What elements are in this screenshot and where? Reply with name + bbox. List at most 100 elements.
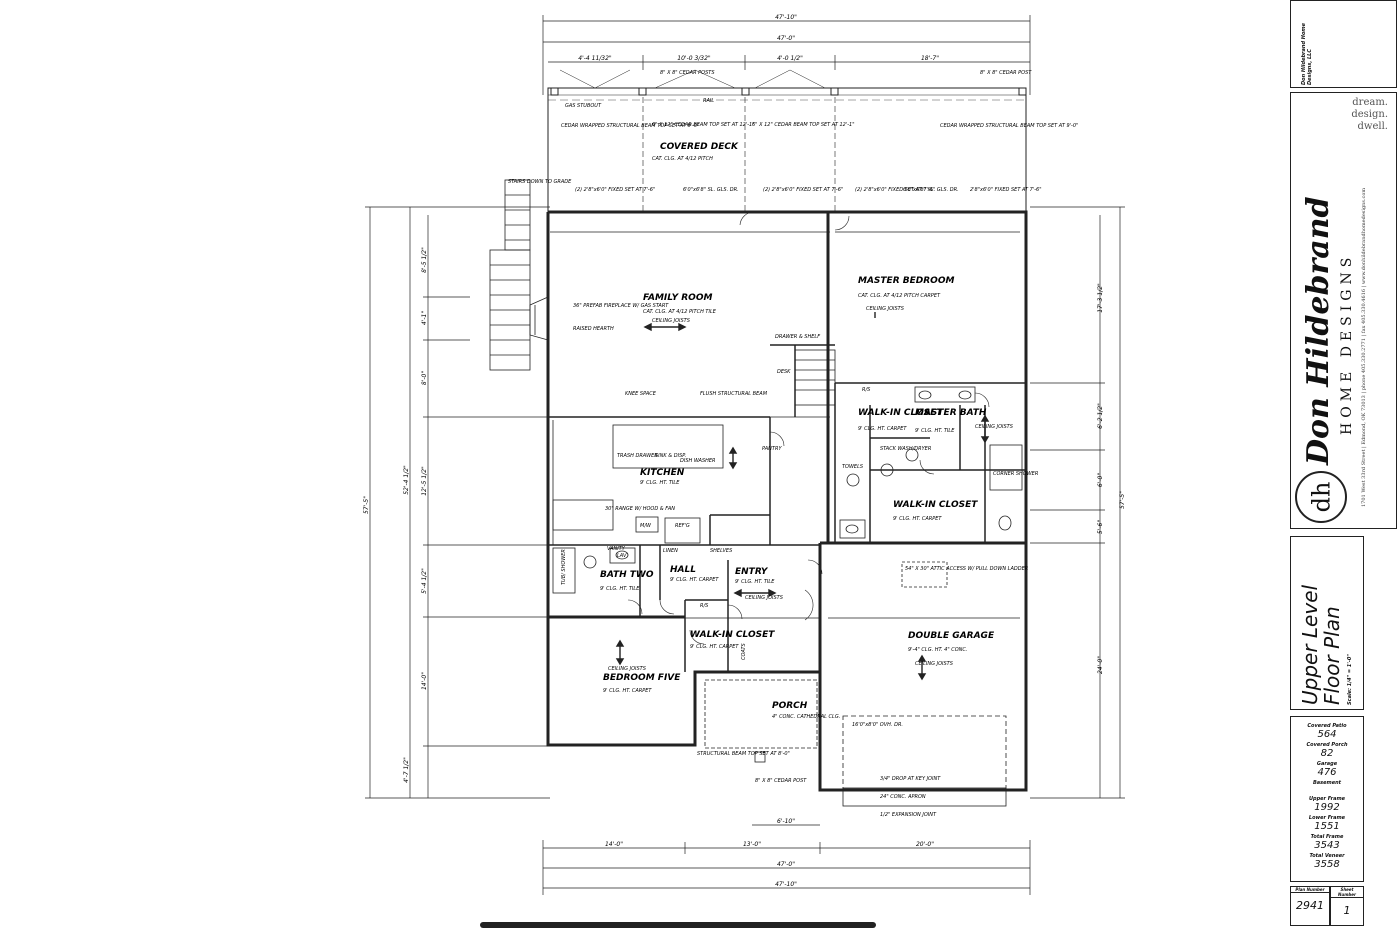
note-beam-center-1: 6" X 12" CEDAR BEAM TOP SET AT 12'-1" (652, 122, 755, 128)
note-pantry: PANTRY (762, 446, 782, 452)
note-fireplace: 36" PREFAB FIREPLACE W/ GAS START (573, 303, 669, 309)
dim-left-seg4: 12'-5 1/2" (421, 466, 428, 496)
room-deck-note: CAT. CLG. AT 4/12 PITCH (652, 156, 713, 162)
floor-plan-drawing: 47'-10" 47'-0" 4'-4 11/32" 10'-0 3/32" 4… (363, 14, 1126, 895)
dim-right-seg1: 17'-3 1/2" (1097, 283, 1104, 313)
dim-right-seg3: 6'-0" (1097, 473, 1104, 487)
dim-porch-width: 6'-10" (777, 818, 795, 825)
room-entry-label: ENTRY (735, 567, 769, 577)
dim-left-seg1: 8'-5 1/2" (421, 247, 428, 273)
stat-basement-label: Basement (1312, 780, 1342, 786)
title-block: Don Hildebrand Home Designs, LLC dream. … (1288, 0, 1399, 926)
note-fixed-2: (2) 2'8"x6'0" FIXED SET AT 7'-6" (763, 187, 843, 193)
dim-left-seg7: 4'-7 1/2" (403, 757, 410, 783)
area-stats: Covered Patio 564 Covered Porch 82 Garag… (1290, 716, 1364, 882)
room-entry-note: 9' CLG. HT. TILE (735, 579, 775, 585)
company-stamp: Don Hildebrand Home Designs, LLC (1290, 0, 1397, 88)
note-sgd-1: 6'0"x6'8" SL. GLS. DR. (683, 187, 739, 193)
room-bed5-ceiling: CEILING JOISTS (608, 666, 647, 672)
room-bed5-note: 9' CLG. HT. CARPET (603, 688, 652, 694)
stat-covered-patio-label: Covered Patio (1307, 723, 1347, 729)
note-hearth: RAISED HEARTH (573, 326, 614, 332)
sheet-title-line1: Upper Level (1298, 584, 1322, 705)
note-drawer: DRAWER & SHELF (775, 334, 820, 340)
stat-total-frame-value: 3543 (1314, 840, 1340, 851)
room-kitchen-label: KITCHEN (640, 468, 685, 478)
sheet-title-box: Upper Level Floor Plan Scale: 1/4" = 1'-… (1290, 536, 1364, 710)
dim-right-seg4: 5'-6" (1097, 520, 1104, 534)
stat-total-frame-label: Total Frame (1310, 834, 1344, 840)
note-attic: 54" X 30" ATTIC ACCESS W/ PULL DOWN LADD… (905, 566, 1028, 572)
note-drop: 3/4" DROP AT KEY JOINT (880, 776, 941, 782)
dim-left-seg3: 8'-0" (421, 371, 428, 385)
horizontal-scrollbar[interactable] (480, 922, 876, 928)
room-mbath-label: MASTER BATH (915, 408, 987, 418)
room-hall-label: HALL (670, 565, 696, 575)
room-wic2-label: WALK-IN CLOSET (893, 500, 978, 510)
tagline-dream: dream. (1352, 97, 1388, 108)
note-coats: COATS (741, 642, 747, 660)
note-dish: DISH WASHER (680, 458, 716, 464)
note-fixed-1: (2) 2'8"x6'0" FIXED SET AT 7'-6" (575, 187, 655, 193)
stat-covered-patio-value: 564 (1317, 729, 1337, 740)
dim-top-seg2: 10'-0 3/32" (677, 55, 711, 62)
note-mw: M/W (640, 523, 652, 529)
room-wic3-note: 9' CLG. HT. CARPET (690, 644, 739, 650)
note-desk: DESK (777, 369, 791, 375)
dim-left-seg5: 5'-4 1/2" (421, 568, 428, 594)
dim-left-frame: 52'-4 1/2" (403, 465, 410, 495)
dim-top-seg3: 4'-0 1/2" (777, 55, 803, 62)
room-garage-note: 9'-4" CLG. HT. 4" CONC. (908, 647, 967, 653)
dim-top-frame: 47'-0" (777, 35, 795, 42)
dim-top-seg4: 18'-7" (921, 55, 939, 62)
room-wic1-label: WALK-IN CLOSET (858, 408, 943, 418)
company-small-text: Don Hildebrand Home Designs, LLC (1301, 23, 1313, 85)
note-refg: REF'G (675, 523, 690, 529)
room-mbath-note: 9' CLG. HT. TILE (915, 428, 955, 434)
room-master-label: MASTER BEDROOM (858, 276, 954, 286)
note-expansion: 1/2" EXPANSION JOINT (880, 812, 937, 818)
note-stack: STACK WASH/DRYER (880, 446, 931, 452)
dim-bottom-overall: 47'-10" (775, 881, 797, 888)
note-stairs: STAIRS DOWN TO GRADE (508, 179, 572, 185)
logo-script: Don Hildebrand (1301, 196, 1336, 466)
note-apron: 24" CONC. APRON (880, 794, 926, 800)
logo-panel: dream. design. dwell. Don Hildebrand HOM… (1290, 92, 1397, 529)
dim-right-seg2: 6'-2 1/2" (1097, 403, 1104, 429)
dim-bottom-frame: 47'-0" (777, 861, 795, 868)
address: 1701 West 33rd Street | Edmond, OK 73013… (1361, 187, 1367, 507)
note-flush-beam: FLUSH STRUCTURAL BEAM (700, 391, 768, 397)
stat-garage-value: 476 (1317, 767, 1337, 778)
note-gas-stubout: GAS STUBOUT (565, 103, 602, 109)
room-entry-ceiling: CEILING JOISTS (745, 595, 784, 601)
note-rail: RAIL (703, 98, 714, 104)
room-master-note: CAT. CLG. AT 4/12 PITCH CARPET (858, 293, 941, 299)
note-sgd-2: 6'0"x6'8" SL. GLS. DR. (903, 187, 959, 193)
room-bed5-label: BEDROOM FIVE (603, 673, 681, 683)
note-porch-post: 8" X 8" CEDAR POST (755, 778, 807, 784)
sheet-title: Upper Level Floor Plan (1298, 584, 1344, 705)
scale-label: Scale: 1/4" = 1'-0" (1347, 653, 1353, 705)
room-master-ceiling: CEILING JOISTS (866, 306, 905, 312)
stat-lower-frame-label: Lower Frame (1308, 815, 1346, 821)
stat-garage-label: Garage (1316, 761, 1338, 767)
note-vanity: VANITY (607, 546, 626, 552)
room-hall-note: 9' CLG. HT. CARPET (670, 577, 719, 583)
note-cedar-post-right: 8" X 8" CEDAR POST (980, 70, 1032, 76)
note-linen: LINEN (663, 548, 678, 554)
note-fixed-4: 2'8"x6'0" FIXED SET AT 7'-6" (970, 187, 1042, 193)
dim-left-seg2: 4'-1" (421, 311, 428, 325)
room-mbath-ceiling: CEILING JOISTS (975, 424, 1014, 430)
sheet-number-box: Sheet Number 1 (1330, 886, 1364, 926)
note-rs-1: R/S (862, 387, 871, 393)
room-family-label: FAMILY ROOM (643, 293, 712, 303)
note-fixed-3: (2) 2'8"x6'0" FIXED SET AT 7'-6" (855, 187, 935, 193)
logo-mark-text: dh (1306, 481, 1335, 513)
room-wic2-note: 9' CLG. HT. CARPET (893, 516, 942, 522)
note-lav: LAV (617, 553, 627, 559)
tagline: dream. design. dwell. (1351, 97, 1388, 133)
dim-top-seg1: 4'-4 11/32" (578, 55, 612, 62)
dim-top-overall: 47'-10" (775, 14, 797, 21)
tagline-design: design. (1351, 109, 1388, 120)
dim-right-overall: 57'-5" (1119, 491, 1126, 509)
